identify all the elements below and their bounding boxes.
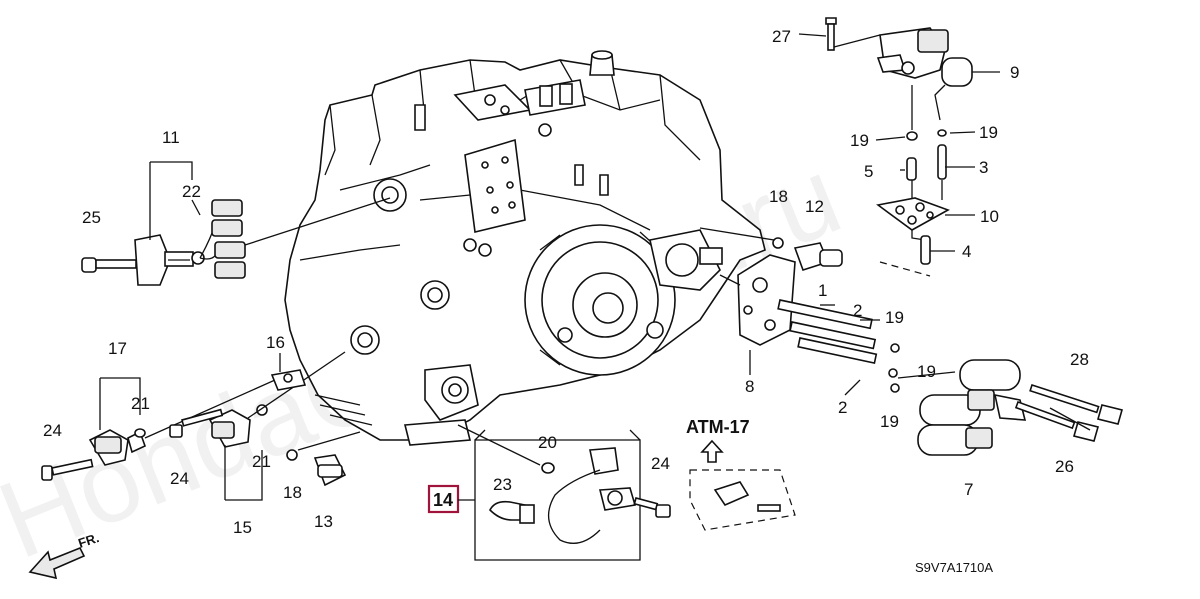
diagram-code: S9V7A1710A [915, 560, 993, 575]
callout-14: 14 [433, 490, 453, 510]
callout-21a: 21 [131, 394, 150, 413]
callout-19b: 19 [979, 123, 998, 142]
callout-28: 28 [1070, 350, 1089, 369]
callout-12: 12 [805, 197, 824, 216]
speed-sensor-11 [81, 199, 246, 286]
callout-2b: 2 [838, 398, 847, 417]
callout-13: 13 [314, 512, 333, 531]
front-label: FR. [76, 530, 101, 551]
callout-5: 5 [864, 162, 873, 181]
switch-13 [286, 449, 347, 487]
pressure-switch-12 [772, 237, 843, 271]
reference-title: ATM-17 [686, 417, 750, 437]
callout-24c: 24 [651, 454, 670, 473]
callout-19e: 19 [880, 412, 899, 431]
callout-8: 8 [745, 377, 754, 396]
callout-22: 22 [182, 182, 201, 201]
callout-18b: 18 [283, 483, 302, 502]
end-cover-8 [737, 254, 878, 364]
callout-19d: 19 [917, 362, 936, 381]
callout-25: 25 [82, 208, 101, 227]
callout-4: 4 [962, 242, 971, 261]
callout-18a: 18 [769, 187, 788, 206]
callout-11: 11 [162, 128, 180, 147]
callout-27: 27 [772, 27, 791, 46]
linear-solenoid-7 [917, 359, 1027, 456]
transmission-housing [284, 50, 766, 446]
callout-9: 9 [1010, 63, 1019, 82]
callout-10: 10 [980, 207, 999, 226]
callout-16: 16 [266, 333, 285, 352]
callout-3: 3 [979, 158, 988, 177]
plate-gasket [876, 197, 950, 231]
solenoid-assembly-top [825, 17, 973, 87]
callout-24b: 24 [170, 469, 189, 488]
callout-20: 20 [538, 433, 557, 452]
callout-17: 17 [108, 339, 127, 358]
callout-1: 1 [818, 281, 827, 300]
callout-24a: 24 [43, 421, 62, 440]
callout-2a: 2 [853, 301, 862, 320]
sensor-kit-14 [474, 429, 671, 561]
callout-19a: 19 [850, 131, 869, 150]
callout-23: 23 [493, 475, 512, 494]
callout-19c: 19 [885, 308, 904, 327]
callout-26: 26 [1055, 457, 1074, 476]
callout-21b: 21 [252, 452, 271, 471]
front-direction-arrow [28, 546, 86, 580]
atm-17-reference [689, 439, 796, 531]
callout-7: 7 [964, 480, 973, 499]
callout-15: 15 [233, 518, 252, 537]
highlight-box [427, 484, 460, 514]
